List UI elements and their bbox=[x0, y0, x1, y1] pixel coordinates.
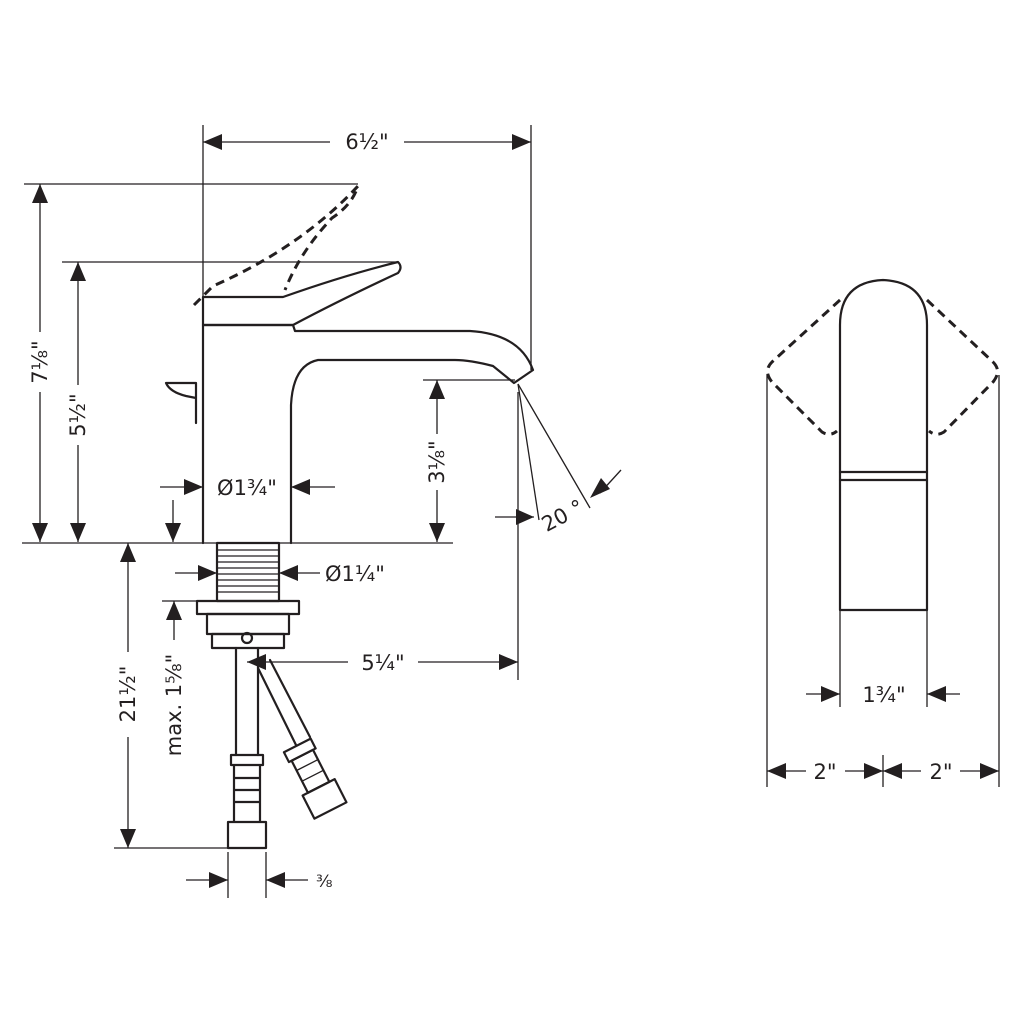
dim-spray-angle: 20 ° bbox=[538, 495, 588, 537]
shank-threads bbox=[217, 549, 279, 593]
nut-screw bbox=[240, 631, 254, 645]
faucet-handle bbox=[201, 260, 402, 327]
dim-handle-width: 1¾" bbox=[862, 683, 905, 707]
dim-spout-reach: 5¼" bbox=[361, 651, 404, 675]
hose-fitting-angled bbox=[282, 737, 348, 820]
front-handle-body bbox=[838, 278, 929, 612]
dim-total-height: 7⅛" bbox=[28, 340, 52, 383]
dim-spout-height: 3⅛" bbox=[425, 440, 449, 483]
dim-body-height: 5½" bbox=[66, 393, 90, 436]
mounting-nut bbox=[205, 612, 291, 636]
faucet-front-view bbox=[766, 278, 999, 612]
front-handle-left-rotated bbox=[766, 298, 842, 436]
mounting-washer bbox=[195, 599, 301, 616]
dim-hose-connection: ⅜ bbox=[316, 872, 332, 892]
front-view-dimensions: 1¾" 2" 2" bbox=[766, 375, 1000, 787]
faucet-body-outline bbox=[201, 323, 535, 545]
hose-fitting-straight bbox=[226, 753, 268, 850]
dim-shank-diameter: Ø1¼" bbox=[325, 562, 385, 586]
dim-body-diameter: Ø1¾" bbox=[217, 476, 277, 500]
dim-left-clearance: 2" bbox=[813, 760, 836, 784]
front-handle-right-rotated bbox=[925, 298, 999, 436]
dim-hose-length: 21½" bbox=[116, 666, 140, 723]
dim-max-deck: max. 1⅝" bbox=[162, 654, 186, 756]
faucet-handle-raised-outline bbox=[192, 184, 360, 307]
faucet-side-view bbox=[164, 184, 535, 850]
pop-up-rod bbox=[164, 381, 198, 425]
dim-right-clearance: 2" bbox=[929, 760, 952, 784]
supply-hose-angled bbox=[256, 658, 312, 747]
mounting-nut-base bbox=[210, 632, 286, 650]
side-view-dimensions: 6½" 7⅛" 5½" 3⅛" Ø1¾" bbox=[22, 125, 622, 898]
dim-overall-width: 6½" bbox=[345, 130, 388, 154]
